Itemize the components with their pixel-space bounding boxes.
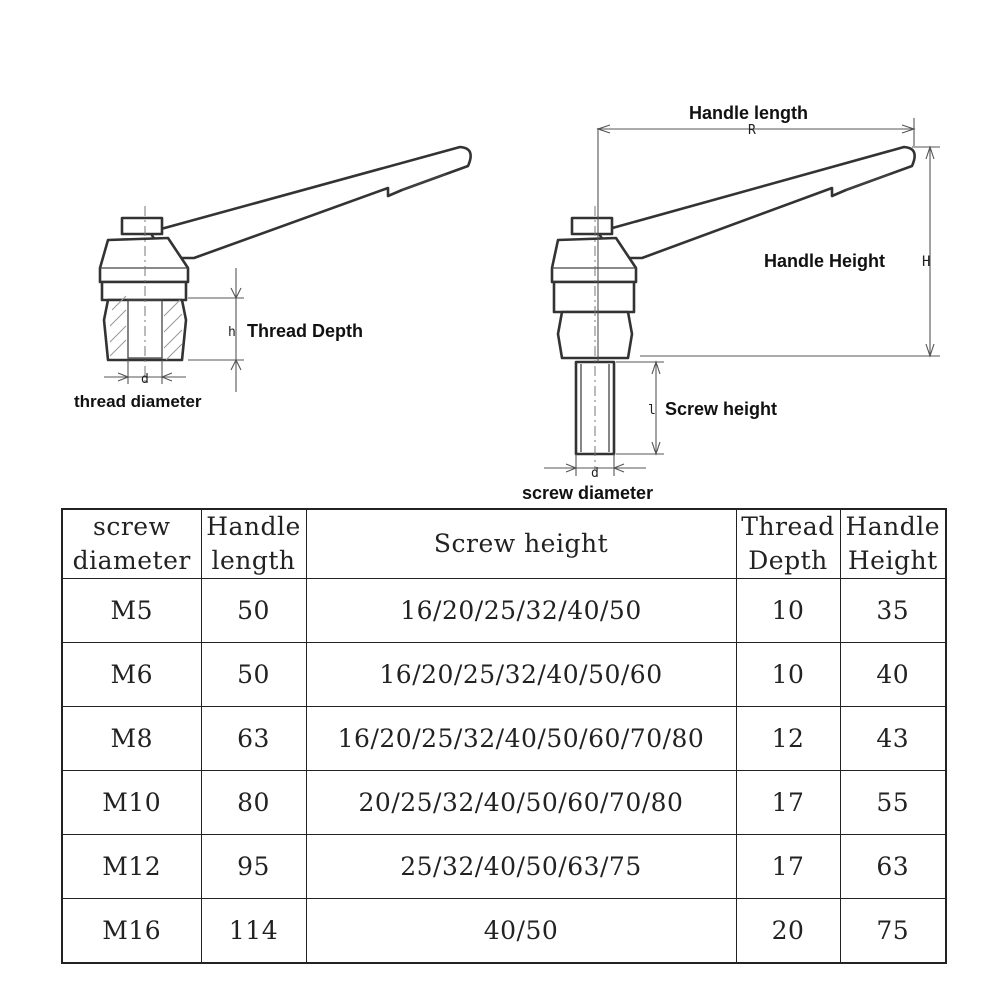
header-text: Screw height bbox=[433, 529, 609, 558]
cell-screw-diameter: M8 bbox=[61, 705, 202, 771]
cell-thread-depth: 17 bbox=[735, 769, 841, 835]
label-screw-height: Screw height bbox=[665, 399, 777, 419]
cell-handle-height: 40 bbox=[839, 641, 947, 707]
label-thread-depth: Thread Depth bbox=[247, 321, 363, 341]
label-handle-length: Handle length bbox=[689, 103, 808, 123]
cell-handle-length: 95 bbox=[200, 833, 307, 899]
cell-screw-diameter: M10 bbox=[61, 769, 202, 835]
cell-screw-diameter: M12 bbox=[61, 833, 202, 899]
cell-handle-length: 50 bbox=[200, 641, 307, 707]
lever-arm-right bbox=[596, 145, 916, 260]
cell-handle-height: 35 bbox=[839, 578, 947, 643]
cell-screw-height: 25/32/40/50/63/75 bbox=[305, 833, 737, 899]
handle-internal-thread-figure: h Thread Depth d thread diameter bbox=[74, 145, 472, 411]
cell-screw-height: 16/20/25/32/40/50/60/70/80 bbox=[305, 705, 737, 771]
header-text: Height bbox=[847, 546, 938, 575]
cell-handle-height: 55 bbox=[839, 769, 947, 835]
symbol-d-right: d bbox=[591, 466, 599, 481]
symbol-h-upper: H bbox=[922, 254, 930, 270]
cell-screw-diameter: M5 bbox=[61, 578, 202, 643]
header-screw-diameter: screw diameter bbox=[61, 508, 202, 579]
cell-thread-depth: 17 bbox=[735, 833, 841, 899]
cell-handle-height: 63 bbox=[839, 833, 947, 899]
table-header-row: screw diameter Handle length Screw height Thr… bbox=[61, 508, 947, 579]
symbol-r: R bbox=[748, 123, 756, 138]
header-text: Thread bbox=[741, 512, 835, 541]
label-thread-diameter: thread diameter bbox=[74, 392, 202, 411]
cell-screw-height: 16/20/25/32/40/50 bbox=[305, 578, 737, 643]
technical-drawing: h Thread Depth d thread diameter bbox=[74, 103, 940, 503]
cell-thread-depth: 20 bbox=[735, 897, 841, 964]
cell-screw-diameter: M6 bbox=[61, 641, 202, 707]
cam-cap-right bbox=[570, 216, 614, 236]
cell-screw-height: 20/25/32/40/50/60/70/80 bbox=[305, 769, 737, 835]
header-handle-length: Handle length bbox=[200, 508, 307, 579]
cell-thread-depth: 10 bbox=[735, 641, 841, 707]
cell-thread-depth: 12 bbox=[735, 705, 841, 771]
cell-screw-height: 16/20/25/32/40/50/60 bbox=[305, 641, 737, 707]
cell-handle-height: 43 bbox=[839, 705, 947, 771]
cell-handle-height: 75 bbox=[839, 897, 947, 964]
lever-arm-left bbox=[148, 145, 472, 260]
symbol-h: h bbox=[228, 325, 236, 340]
header-screw-height: Screw height bbox=[305, 508, 737, 579]
header-text: Handle bbox=[206, 512, 301, 541]
cell-handle-length: 63 bbox=[200, 705, 307, 771]
spec-table: screw diameter Handle length Screw height Thr… bbox=[61, 508, 947, 964]
collar-left bbox=[100, 280, 188, 302]
symbol-l: l bbox=[648, 403, 656, 418]
cell-handle-length: 80 bbox=[200, 769, 307, 835]
header-text: length bbox=[211, 546, 296, 575]
cell-screw-height: 40/50 bbox=[305, 897, 737, 964]
label-screw-diameter: screw diameter bbox=[522, 483, 653, 503]
label-handle-height: Handle Height bbox=[764, 251, 885, 271]
header-text: Depth bbox=[748, 546, 828, 575]
cell-handle-length: 50 bbox=[200, 578, 307, 643]
symbol-d-left: d bbox=[141, 372, 149, 387]
cell-handle-length: 114 bbox=[200, 897, 307, 964]
header-text: screw bbox=[93, 512, 171, 541]
handle-external-screw-figure: Handle length R Handle Height H l Screw … bbox=[522, 103, 940, 503]
cam-cap-left bbox=[120, 216, 164, 236]
header-text: Handle bbox=[845, 512, 941, 541]
header-text: diameter bbox=[72, 546, 191, 575]
cell-screw-diameter: M16 bbox=[61, 897, 202, 964]
collar-right bbox=[552, 280, 636, 314]
cell-thread-depth: 10 bbox=[735, 578, 841, 643]
